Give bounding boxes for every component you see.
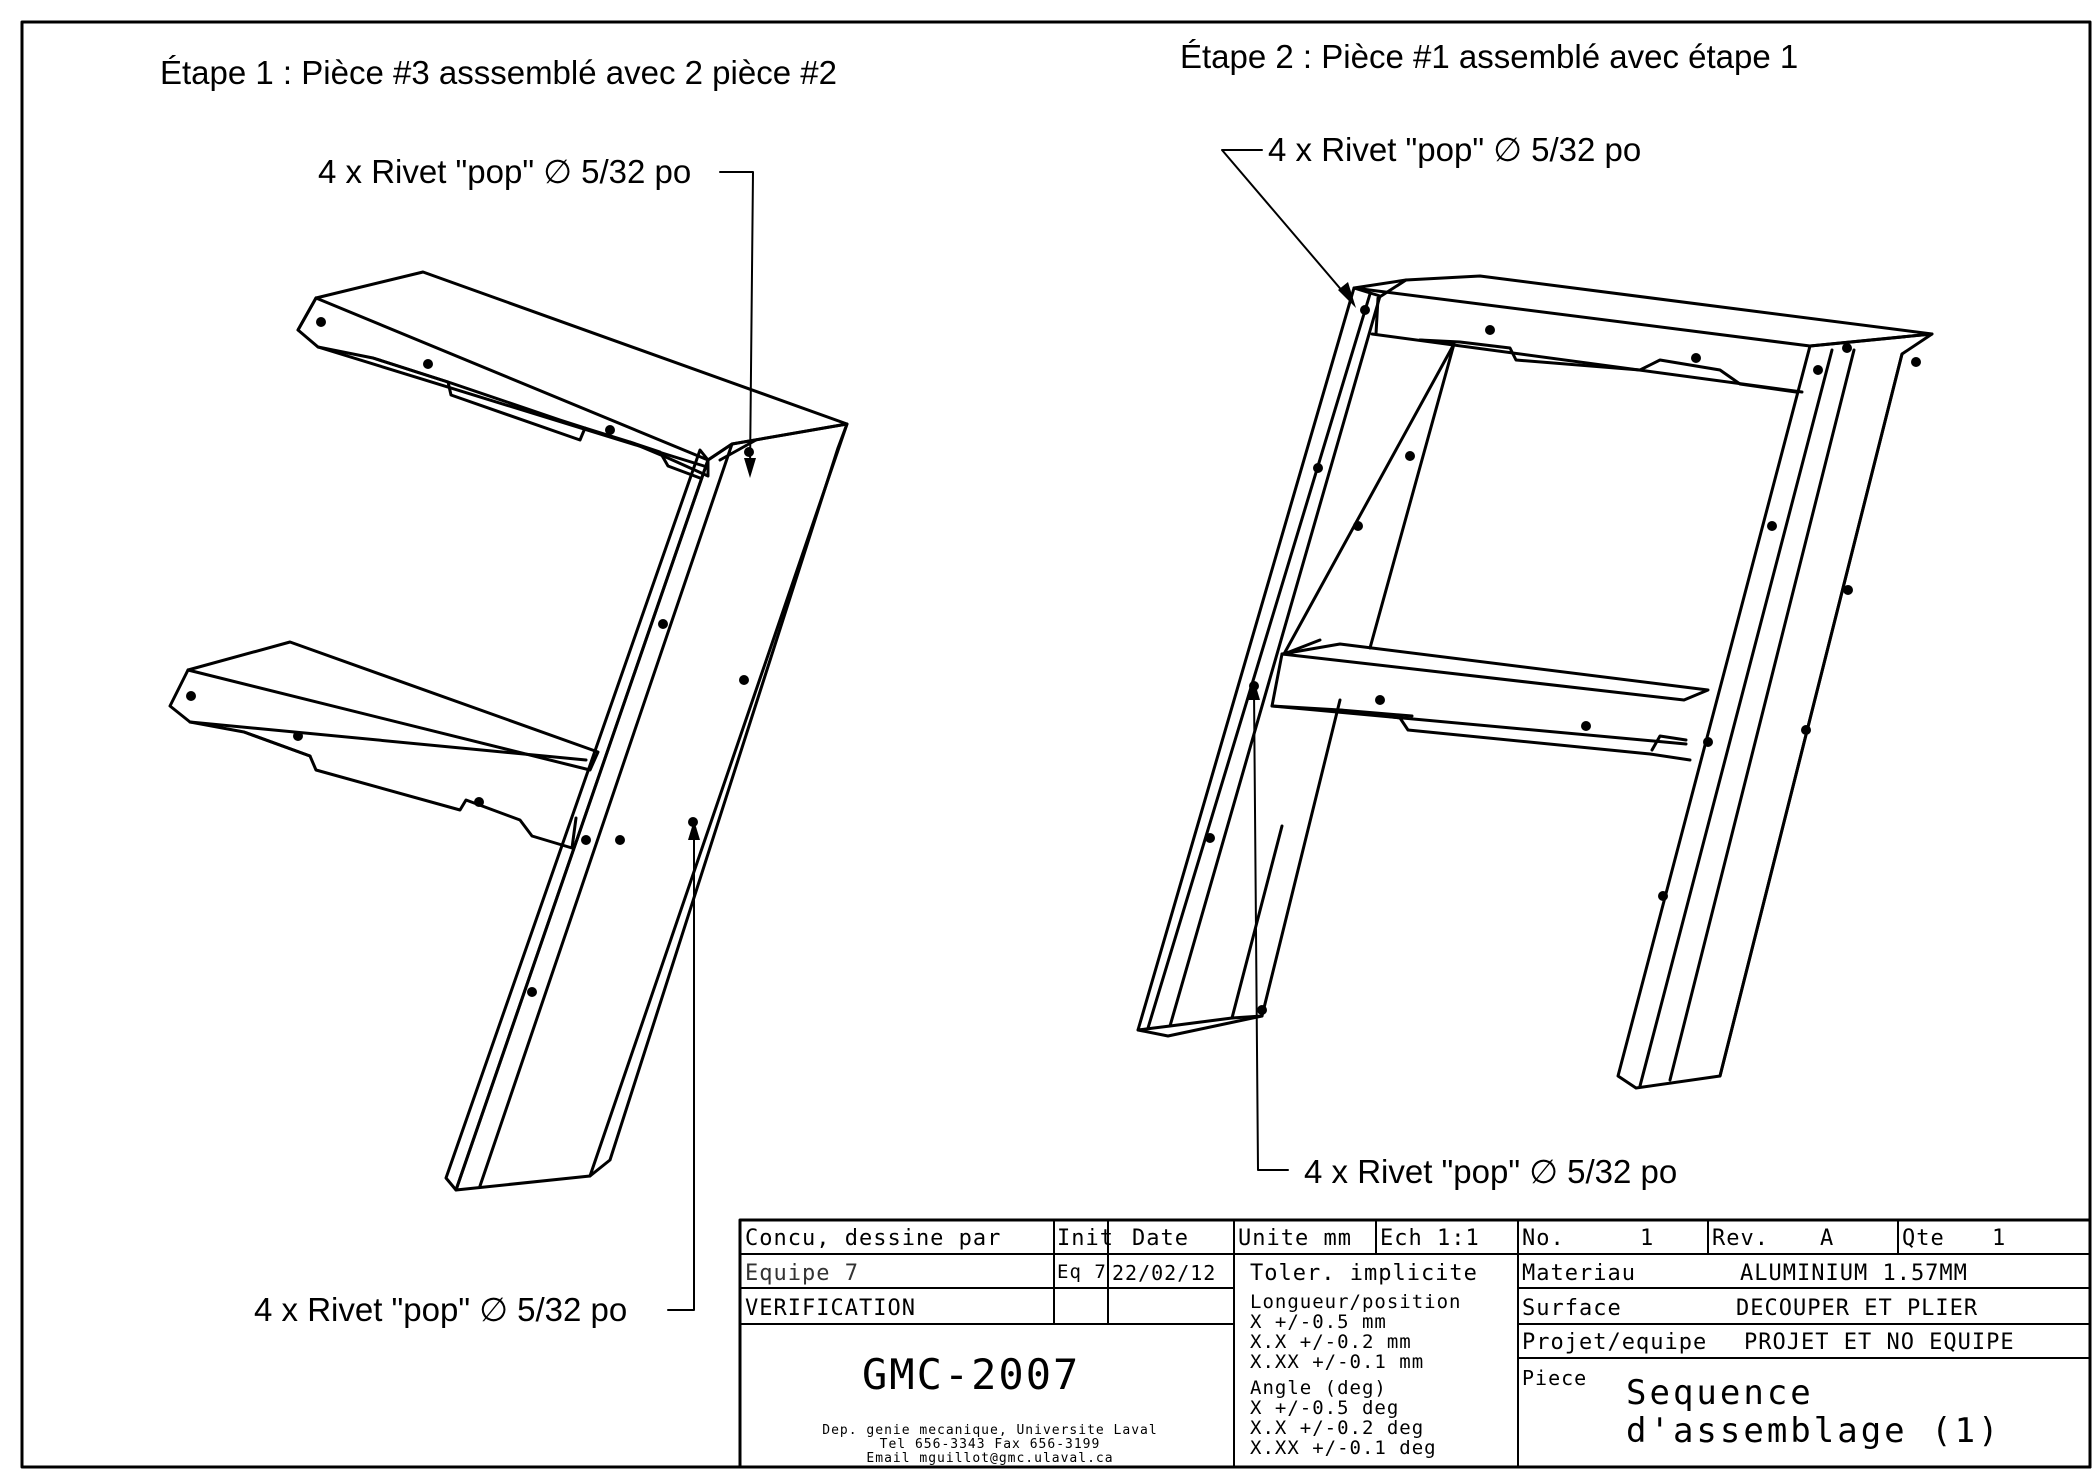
scale-label: Ech 1:1 xyxy=(1380,1226,1480,1251)
material-label: Materiau xyxy=(1522,1261,1636,1286)
designed-by-label: Concu, dessine par xyxy=(745,1226,1002,1251)
rivet-callout-step1-top: 4 x Rivet "pop" ∅ 5/32 po xyxy=(318,153,692,190)
init-value: Eq 7 xyxy=(1057,1261,1107,1283)
leader-lines xyxy=(667,149,1351,1311)
piece-label: Piece xyxy=(1522,1366,1588,1390)
qty-value: 1 xyxy=(1992,1226,2007,1251)
sheet-border xyxy=(20,20,2092,1469)
rivet-callout-step2-bottom: 4 x Rivet "pop" ∅ 5/32 po xyxy=(1304,1153,1678,1190)
date-label: Date xyxy=(1132,1226,1189,1251)
dept-phone: Tel 656-3343 Fax 656-3199 xyxy=(879,1437,1101,1452)
qty-label: Qte xyxy=(1902,1226,1945,1251)
project-value: PROJET ET NO EQUIPE xyxy=(1744,1330,2015,1355)
unit-label: Unite mm xyxy=(1238,1226,1352,1251)
tol-angle-title: Angle (deg) xyxy=(1250,1377,1387,1399)
piece-line2: d'assemblage (1) xyxy=(1626,1411,2002,1451)
tol-ax: X +/-0.5 deg xyxy=(1250,1397,1400,1419)
step2-assembly xyxy=(1136,274,1934,1090)
date-value: 22/02/12 xyxy=(1112,1261,1217,1285)
tol-xx: X.X +/-0.2 mm xyxy=(1250,1331,1412,1353)
surface-value: DECOUPER ET PLIER xyxy=(1736,1296,1979,1321)
verification-label: VERIFICATION xyxy=(745,1296,916,1321)
step2-title: Étape 2 : Pièce #1 assemblé avec étape 1 xyxy=(1180,38,1799,75)
rivet-callout-step2-top: 4 x Rivet "pop" ∅ 5/32 po xyxy=(1268,131,1642,168)
rivet-callout-step1-bottom: 4 x Rivet "pop" ∅ 5/32 po xyxy=(254,1291,628,1328)
title-block-grid xyxy=(738,1218,2092,1469)
step1-title: Étape 1 : Pièce #3 asssemblé avec 2 pièc… xyxy=(160,54,837,91)
rev-value: A xyxy=(1820,1226,1835,1251)
init-label: Init xyxy=(1057,1226,1114,1251)
step2-rivet-holes xyxy=(1205,305,1921,1015)
material-value: ALUMINIUM 1.57MM xyxy=(1740,1261,1968,1286)
tol-x: X +/-0.5 mm xyxy=(1250,1311,1387,1333)
team-value: Equipe 7 xyxy=(745,1261,859,1286)
no-value: 1 xyxy=(1640,1226,1655,1251)
tol-axx: X.X +/-0.2 deg xyxy=(1250,1417,1425,1439)
piece-line1: Sequence xyxy=(1626,1373,1814,1413)
tol-axxx: X.XX +/-0.1 deg xyxy=(1250,1437,1437,1459)
rev-label: Rev. xyxy=(1712,1226,1769,1251)
tolerance-label: Toler. implicite xyxy=(1250,1261,1478,1286)
step1-assembly xyxy=(168,270,849,1192)
tol-xxx: X.XX +/-0.1 mm xyxy=(1250,1351,1425,1373)
dept-address: Dep. genie mecanique, Universite Laval xyxy=(822,1423,1158,1438)
project-label: Projet/equipe xyxy=(1522,1330,1708,1355)
leader-arrows xyxy=(688,282,1356,840)
dept-email: Email mguillot@gmc.ulaval.ca xyxy=(866,1451,1114,1466)
course-code: GMC-2007 xyxy=(862,1350,1081,1399)
tol-length-title: Longueur/position xyxy=(1250,1291,1462,1313)
no-label: No. xyxy=(1522,1226,1565,1251)
surface-label: Surface xyxy=(1522,1296,1622,1321)
step1-rivet-holes xyxy=(186,317,754,997)
